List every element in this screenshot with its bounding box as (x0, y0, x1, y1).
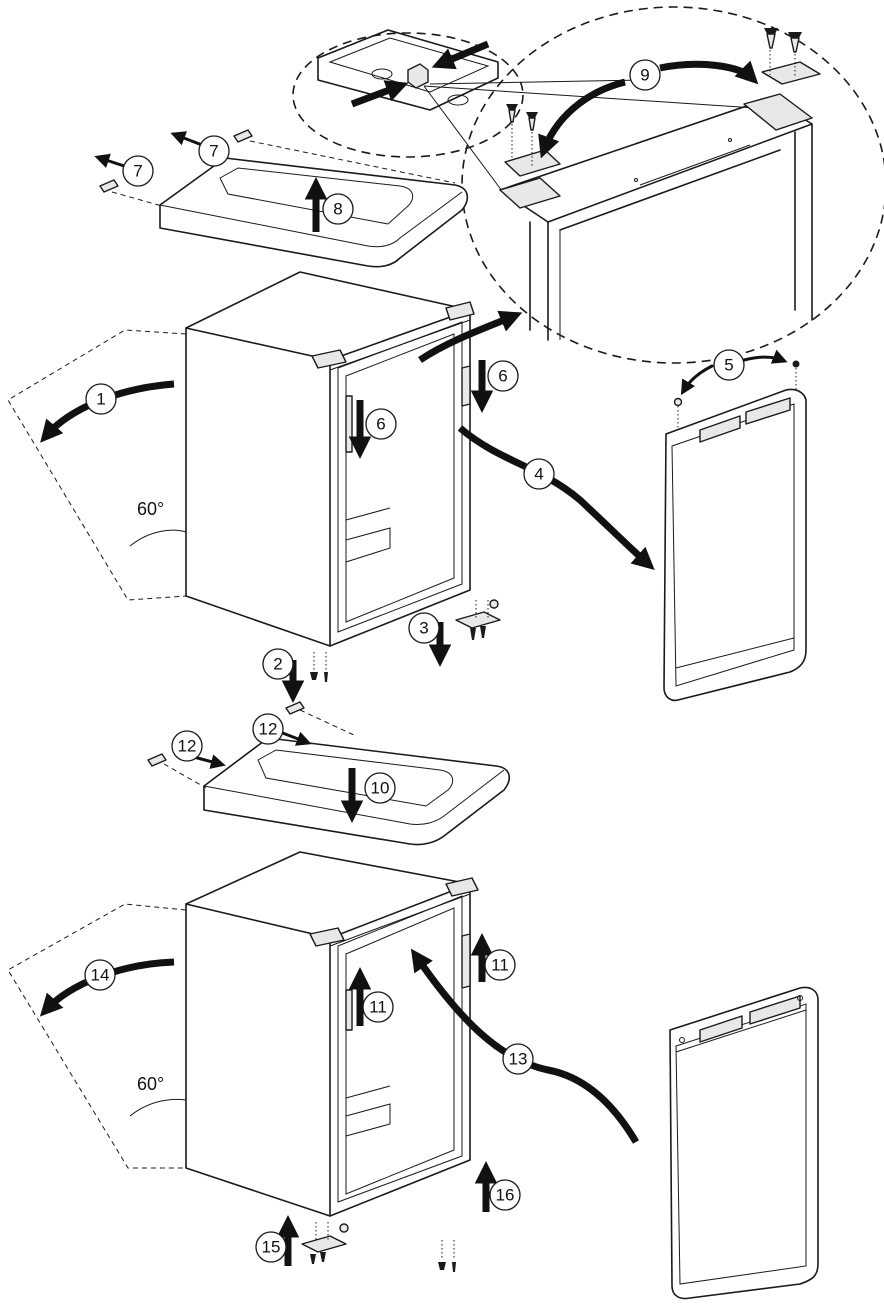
bottom-hinge-bottom (301, 1222, 456, 1272)
step-label-15: 15 (255, 1231, 287, 1263)
angle-label-top: 60° (137, 499, 164, 519)
step-label-8: 8 (322, 193, 354, 225)
svg-text:10: 10 (371, 779, 390, 798)
arrow-step-4 (457, 425, 655, 570)
step-label-10: 10 (364, 772, 396, 804)
hinge-detail-callout-large (461, 6, 884, 364)
foot-screws-top (310, 652, 328, 682)
svg-text:3: 3 (419, 619, 428, 638)
svg-text:12: 12 (259, 720, 278, 739)
svg-text:9: 9 (640, 66, 649, 85)
svg-text:7: 7 (209, 142, 218, 161)
step-label-1: 1 (85, 383, 117, 415)
svg-text:15: 15 (262, 1238, 281, 1257)
step-label-2: 2 (262, 648, 294, 680)
svg-text:2: 2 (273, 655, 282, 674)
angle-label-bottom: 60° (137, 1074, 164, 1094)
door-swing-top (7, 329, 187, 601)
step-label-14: 14 (84, 959, 116, 991)
step-label-11a: 11 (362, 991, 394, 1023)
step-label-6b: 6 (487, 360, 519, 392)
svg-text:4: 4 (534, 465, 543, 484)
door-install (669, 986, 819, 1300)
svg-text:11: 11 (491, 956, 509, 975)
step-label-6a: 6 (365, 408, 397, 440)
fridge-cabinet-bottom (185, 851, 479, 1217)
screw-icon (99, 129, 305, 767)
svg-text:6: 6 (498, 367, 507, 386)
step-label-4: 4 (523, 458, 555, 490)
step-label-5: 5 (713, 349, 745, 381)
worktop-install (163, 709, 511, 846)
step-label-9: 9 (629, 59, 661, 91)
step-label-12a: 12 (171, 730, 203, 762)
step-label-3: 3 (408, 612, 440, 644)
step-label-11b: 11 (484, 949, 516, 981)
worktop-removed (94, 129, 469, 767)
door-swing-bottom (7, 903, 187, 1169)
step-label-7b: 7 (198, 135, 230, 167)
step-label-16: 16 (489, 1179, 521, 1211)
screw-icon (506, 28, 802, 131)
step-label-13: 13 (502, 1043, 534, 1075)
svg-text:13: 13 (509, 1050, 528, 1069)
svg-text:7: 7 (133, 162, 142, 181)
door-removed (663, 388, 807, 702)
svg-text:8: 8 (333, 200, 342, 219)
svg-text:16: 16 (496, 1186, 515, 1205)
step-5-caps (673, 349, 800, 430)
step-9-arrows (538, 60, 759, 159)
svg-text:5: 5 (724, 356, 733, 375)
arrow-to-detail (418, 310, 523, 363)
arrow-step-13 (410, 948, 640, 1144)
fridge-cabinet-top (185, 271, 475, 647)
svg-text:12: 12 (178, 737, 197, 756)
svg-text:11: 11 (369, 998, 387, 1017)
step-label-7a: 7 (122, 155, 154, 187)
step-label-12b: 12 (252, 713, 284, 745)
hinge-detail-callout-small (292, 29, 756, 196)
svg-text:6: 6 (376, 415, 385, 434)
svg-text:14: 14 (91, 966, 110, 985)
bottom-hinge-top (455, 599, 501, 640)
svg-text:1: 1 (96, 390, 105, 409)
